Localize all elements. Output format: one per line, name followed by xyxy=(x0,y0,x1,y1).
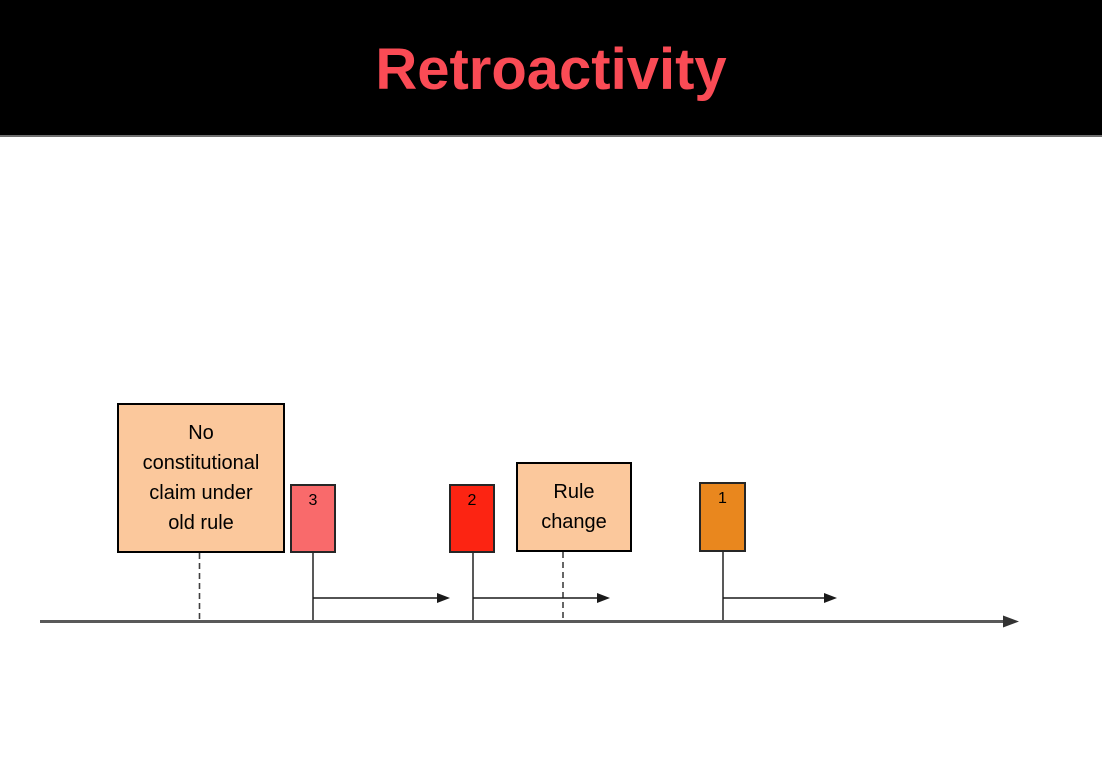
annotation-line: claim under xyxy=(149,482,253,504)
annotation-line: old rule xyxy=(168,512,234,534)
event-box-1: 1 xyxy=(699,482,746,552)
arrowhead-event-3 xyxy=(437,593,450,603)
event-label: 1 xyxy=(718,490,727,507)
annotation-line: No xyxy=(188,422,214,444)
arrowhead-event-1 xyxy=(824,593,837,603)
event-box-2: 2 xyxy=(449,484,495,553)
event-box-3: 3 xyxy=(290,484,336,553)
event-label: 2 xyxy=(467,492,477,509)
arrowhead-event-2 xyxy=(597,593,610,603)
timeline-arrowhead xyxy=(1003,615,1019,628)
event-label: 3 xyxy=(308,492,318,509)
slide-title: Retroactivity xyxy=(375,37,727,102)
annotation-box-no-claim: No constitutional claim under old rule xyxy=(117,403,285,553)
slide-header: Retroactivity xyxy=(0,0,1102,137)
annotation-line: change xyxy=(541,511,607,533)
annotation-box-rule-change: Rule change xyxy=(516,462,632,552)
annotation-line: Rule xyxy=(553,481,595,503)
annotation-line: constitutional xyxy=(142,452,260,474)
